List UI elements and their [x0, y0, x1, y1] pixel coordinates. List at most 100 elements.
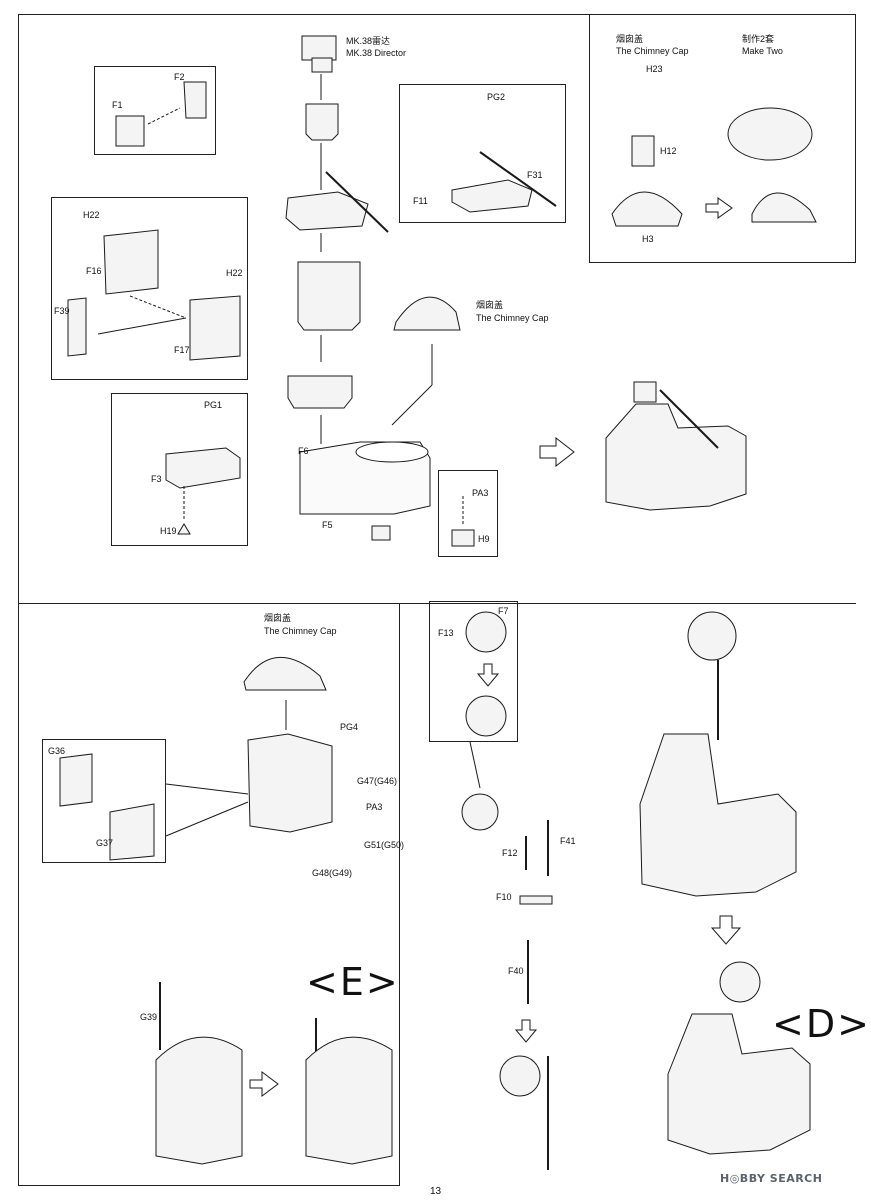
frame-g36 [42, 739, 166, 863]
assembled-bridge-bottom [639, 733, 797, 897]
mast-radar-assembled [499, 1055, 541, 1097]
label-cap-cn-tr: 烟囱盖 [616, 34, 644, 44]
divider-box-main [18, 14, 856, 604]
label-f7: F7 [498, 606, 509, 616]
label-make-two-cn: 制作2套 [742, 34, 775, 44]
director-base-part [305, 103, 339, 141]
mast-radar-assembled-right [687, 611, 737, 661]
label-cap-cn-center: 烟囱盖 [476, 300, 504, 310]
label-h22-b: H22 [226, 268, 243, 278]
arrow-down-1 [476, 663, 500, 687]
label-f17: F17 [174, 345, 190, 355]
funnel-assembly-e1 [155, 1036, 243, 1165]
assembled-cap-part [751, 192, 817, 223]
label-f16: F16 [86, 266, 102, 276]
label-f2: F2 [174, 72, 185, 82]
callout-g36-b [165, 801, 249, 837]
label-g51: G51(G50) [364, 840, 405, 850]
label-f13: F13 [438, 628, 454, 638]
label-director-en: MK.38 Director [346, 48, 407, 58]
frame-f7 [429, 601, 518, 742]
g36-part [59, 753, 93, 807]
lower-deck-part [287, 375, 353, 409]
page-number: 13 [430, 1186, 442, 1197]
frame-f1f2 [94, 66, 216, 155]
h9-part-center [371, 525, 391, 541]
label-h22-a: H22 [83, 210, 100, 220]
label-make-two-en: Make Two [742, 46, 783, 56]
label-cap-en-tr: The Chimney Cap [616, 46, 689, 56]
label-g39: G39 [140, 1012, 158, 1022]
label-cap-en-bl: The Chimney Cap [264, 626, 337, 636]
label-f12: F12 [502, 848, 518, 858]
frame-f3 [111, 393, 248, 546]
label-f39: F39 [54, 306, 70, 316]
watermark: H◎BBY SEARCH [720, 1172, 823, 1185]
label-g36: G36 [48, 746, 66, 756]
frame-pg2 [399, 84, 566, 223]
arrow-right-2 [705, 197, 733, 219]
final-assembly-d [667, 1013, 811, 1155]
label-pg4: PG4 [340, 722, 359, 732]
h9-part [451, 529, 475, 547]
label-f11: F11 [413, 196, 428, 206]
label-h23: H23 [646, 64, 663, 74]
label-pg1: PG1 [204, 400, 223, 410]
mast-radar-final [719, 961, 761, 1003]
f10-part [519, 895, 553, 905]
label-h3: H3 [642, 234, 654, 244]
label-f40: F40 [508, 966, 524, 976]
mk38-director-part [301, 35, 337, 61]
label-cap-en-center: The Chimney Cap [476, 313, 549, 323]
arrow-right-1 [539, 436, 575, 468]
label-f41: F41 [560, 836, 576, 846]
label-cap-cn-bl: 烟囱盖 [264, 613, 292, 623]
funnel-housing-part [247, 733, 333, 833]
grille-cap-part [727, 107, 813, 161]
label-f6: F6 [298, 446, 309, 456]
h3-cap-part [611, 191, 683, 227]
f39-part [67, 297, 87, 357]
h19-part [177, 523, 191, 535]
f7-radar-dish [465, 611, 507, 653]
f3-part [165, 447, 241, 489]
bridge-deck-part [285, 191, 369, 231]
label-pa3-box: PA3 [472, 488, 489, 498]
frame-bottom-left [18, 604, 400, 1186]
label-f10: F10 [496, 892, 512, 902]
g37-part [109, 803, 155, 861]
f17-part [189, 295, 241, 361]
frame-f16 [51, 197, 248, 380]
stage-label-e: <E> [306, 960, 400, 1004]
f1-part [115, 115, 145, 147]
callout-g36 [165, 783, 249, 795]
label-pa3-bl: PA3 [366, 802, 383, 812]
chimney-cap-part-bottom [243, 656, 327, 691]
pg2-deck-part [451, 179, 533, 213]
tower-block-part [297, 261, 361, 331]
label-h19: H19 [160, 526, 177, 536]
frame-top-right [589, 14, 856, 263]
label-f31: F31 [527, 170, 543, 180]
label-f5: F5 [322, 520, 333, 530]
label-h9: H9 [478, 534, 490, 544]
label-f3: F3 [151, 474, 162, 484]
h12-part [631, 135, 655, 167]
funnel-assembly-e2 [305, 1036, 393, 1165]
arrow-down-2 [514, 1019, 538, 1043]
label-h12: H12 [660, 146, 677, 156]
label-f1: F1 [112, 100, 123, 110]
stage-label-d: <D> [772, 1002, 871, 1046]
funnel-opening [355, 441, 429, 463]
frame-pa3 [438, 470, 498, 557]
label-g37: G37 [96, 838, 114, 848]
label-pg2: PG2 [487, 92, 506, 102]
label-g47: G47(G46) [357, 776, 398, 786]
label-director-cn: MK.38雷达 [346, 36, 391, 46]
arrow-right-3 [249, 1071, 279, 1097]
f16-part [103, 229, 159, 295]
f2-part [183, 81, 207, 119]
f7-radar-dish-3 [461, 793, 499, 831]
arrow-down-3 [710, 915, 742, 945]
